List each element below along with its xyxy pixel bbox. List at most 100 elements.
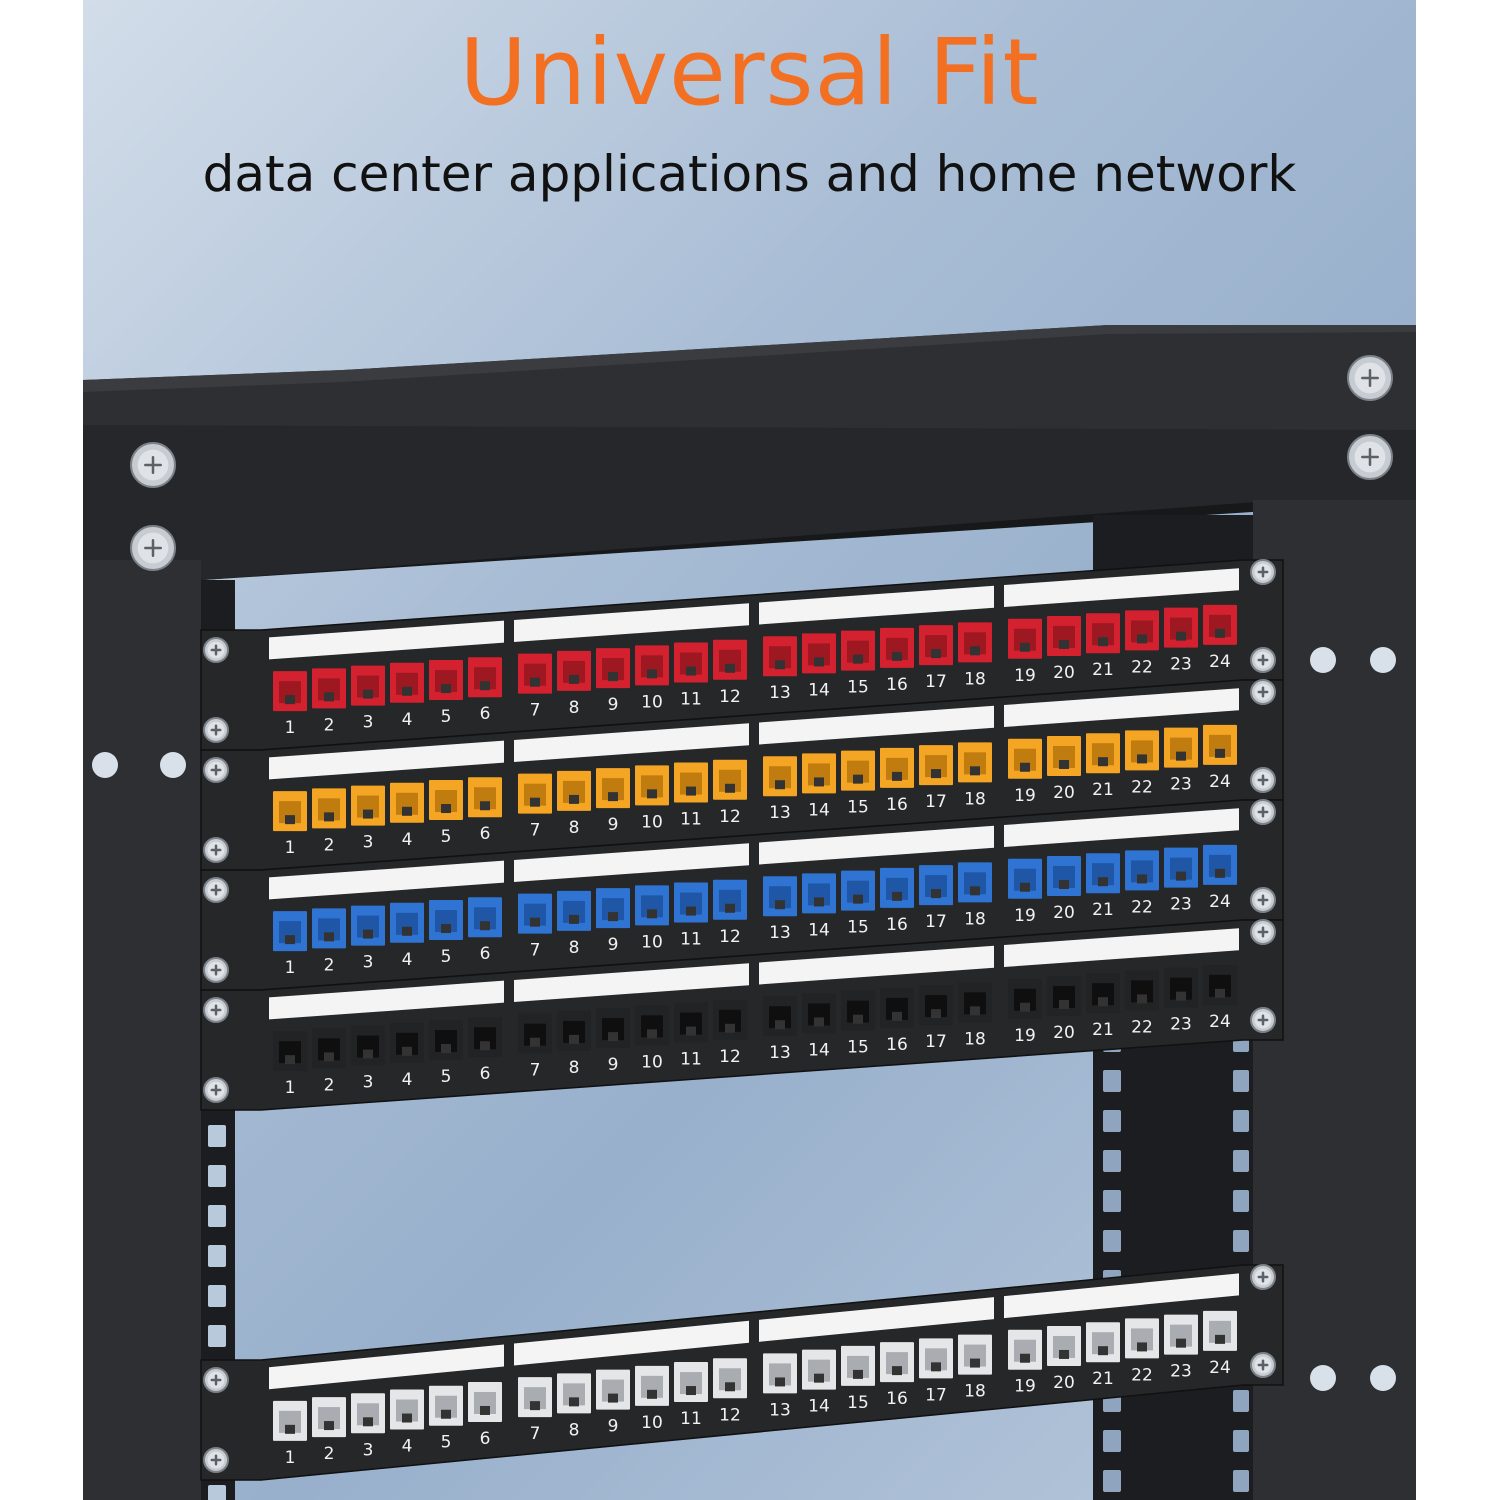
label-strip	[514, 723, 749, 762]
rack-hole	[160, 752, 186, 778]
rj45-jack	[390, 902, 424, 943]
port-number: 15	[847, 1038, 869, 1058]
rj45-jack	[429, 1385, 463, 1426]
port-number: 17	[925, 912, 947, 932]
port-number: 14	[808, 1040, 830, 1060]
port-number: 22	[1131, 1365, 1153, 1385]
port-number: 13	[769, 1043, 791, 1063]
screw-icon	[203, 1447, 229, 1473]
port-number: 18	[964, 1029, 986, 1049]
rj45-jack	[273, 1400, 307, 1441]
port-number: 22	[1131, 777, 1153, 797]
label-strip	[514, 603, 749, 642]
rj45-jack	[713, 759, 747, 800]
port-number: 23	[1170, 775, 1192, 795]
port-number: 9	[608, 935, 619, 955]
port-number: 18	[964, 1382, 986, 1402]
mounting-hole	[208, 1125, 226, 1147]
port-number: 23	[1170, 1362, 1192, 1382]
rj45-jack	[802, 1349, 836, 1390]
rj45-jack	[1125, 610, 1159, 651]
rj45-jack	[1008, 618, 1042, 659]
rj45-jack	[919, 985, 953, 1026]
port-number: 20	[1053, 1373, 1075, 1393]
port-number: 15	[847, 918, 869, 938]
mounting-hole	[208, 1165, 226, 1187]
port-number: 9	[608, 1417, 619, 1437]
mounting-hole	[1103, 1470, 1121, 1492]
rj45-jack	[1008, 1329, 1042, 1370]
port-number: 20	[1053, 783, 1075, 803]
rj45-jack	[429, 900, 463, 941]
rj45-jack	[468, 657, 502, 698]
rj45-jack	[674, 762, 708, 803]
label-strip	[1004, 808, 1239, 848]
port-number: 10	[641, 692, 663, 712]
rj45-jack	[880, 1342, 914, 1383]
screw-icon	[1250, 1264, 1276, 1290]
rj45-jack	[1203, 724, 1237, 765]
port-number: 24	[1209, 892, 1231, 912]
port-number: 22	[1131, 1017, 1153, 1037]
rj45-jack	[312, 1028, 346, 1069]
mounting-hole	[1233, 1230, 1249, 1252]
mounting-hole	[1103, 1430, 1121, 1452]
port-number: 10	[641, 812, 663, 832]
port-number: 19	[1014, 1377, 1036, 1397]
rj45-jack	[1125, 970, 1159, 1011]
rj45-jack	[674, 642, 708, 683]
rj45-jack	[958, 982, 992, 1023]
port-number: 4	[402, 950, 413, 970]
screw-icon	[1250, 1007, 1276, 1033]
rj45-jack	[518, 1013, 552, 1054]
label-strip	[269, 1344, 504, 1390]
rj45-jack	[312, 668, 346, 709]
port-number: 13	[769, 1400, 791, 1420]
port-number: 17	[925, 792, 947, 812]
subline: data center applications and home networ…	[202, 145, 1297, 203]
port-number: 1	[285, 838, 296, 858]
mounting-hole	[1233, 1150, 1249, 1172]
rj45-jack	[1125, 1318, 1159, 1359]
port-number: 11	[680, 690, 702, 710]
port-number: 8	[569, 1058, 580, 1078]
port-number: 10	[641, 1413, 663, 1433]
port-number: 11	[680, 810, 702, 830]
port-number: 13	[769, 803, 791, 823]
rj45-jack	[763, 636, 797, 677]
rj45-jack	[713, 999, 747, 1040]
port-number: 3	[363, 833, 374, 853]
port-number: 19	[1014, 666, 1036, 686]
port-number: 16	[886, 1389, 908, 1409]
screw-icon	[1250, 919, 1276, 945]
port-number: 2	[324, 1075, 335, 1095]
mounting-hole	[1233, 1110, 1249, 1132]
rj45-jack	[390, 1389, 424, 1430]
rj45-jack	[880, 627, 914, 668]
screw-icon	[1250, 559, 1276, 585]
port-number: 6	[480, 824, 491, 844]
mounting-hole	[1103, 1230, 1121, 1252]
mounting-hole	[208, 1285, 226, 1307]
port-number: 6	[480, 944, 491, 964]
port-number: 2	[324, 715, 335, 735]
port-number: 6	[480, 704, 491, 724]
port-number: 12	[719, 807, 741, 827]
rj45-jack	[841, 630, 875, 671]
port-number: 4	[402, 1070, 413, 1090]
port-number: 8	[569, 698, 580, 718]
rj45-jack	[802, 633, 836, 674]
port-number: 16	[886, 795, 908, 815]
port-number: 5	[441, 707, 452, 727]
port-number: 15	[847, 798, 869, 818]
rj45-jack	[1047, 975, 1081, 1016]
port-number: 3	[363, 1073, 374, 1093]
screw-icon	[203, 637, 229, 663]
rj45-jack	[674, 1362, 708, 1403]
port-number: 8	[569, 938, 580, 958]
port-number: 12	[719, 927, 741, 947]
rj45-jack	[429, 1020, 463, 1061]
rj45-jack	[1164, 607, 1198, 648]
